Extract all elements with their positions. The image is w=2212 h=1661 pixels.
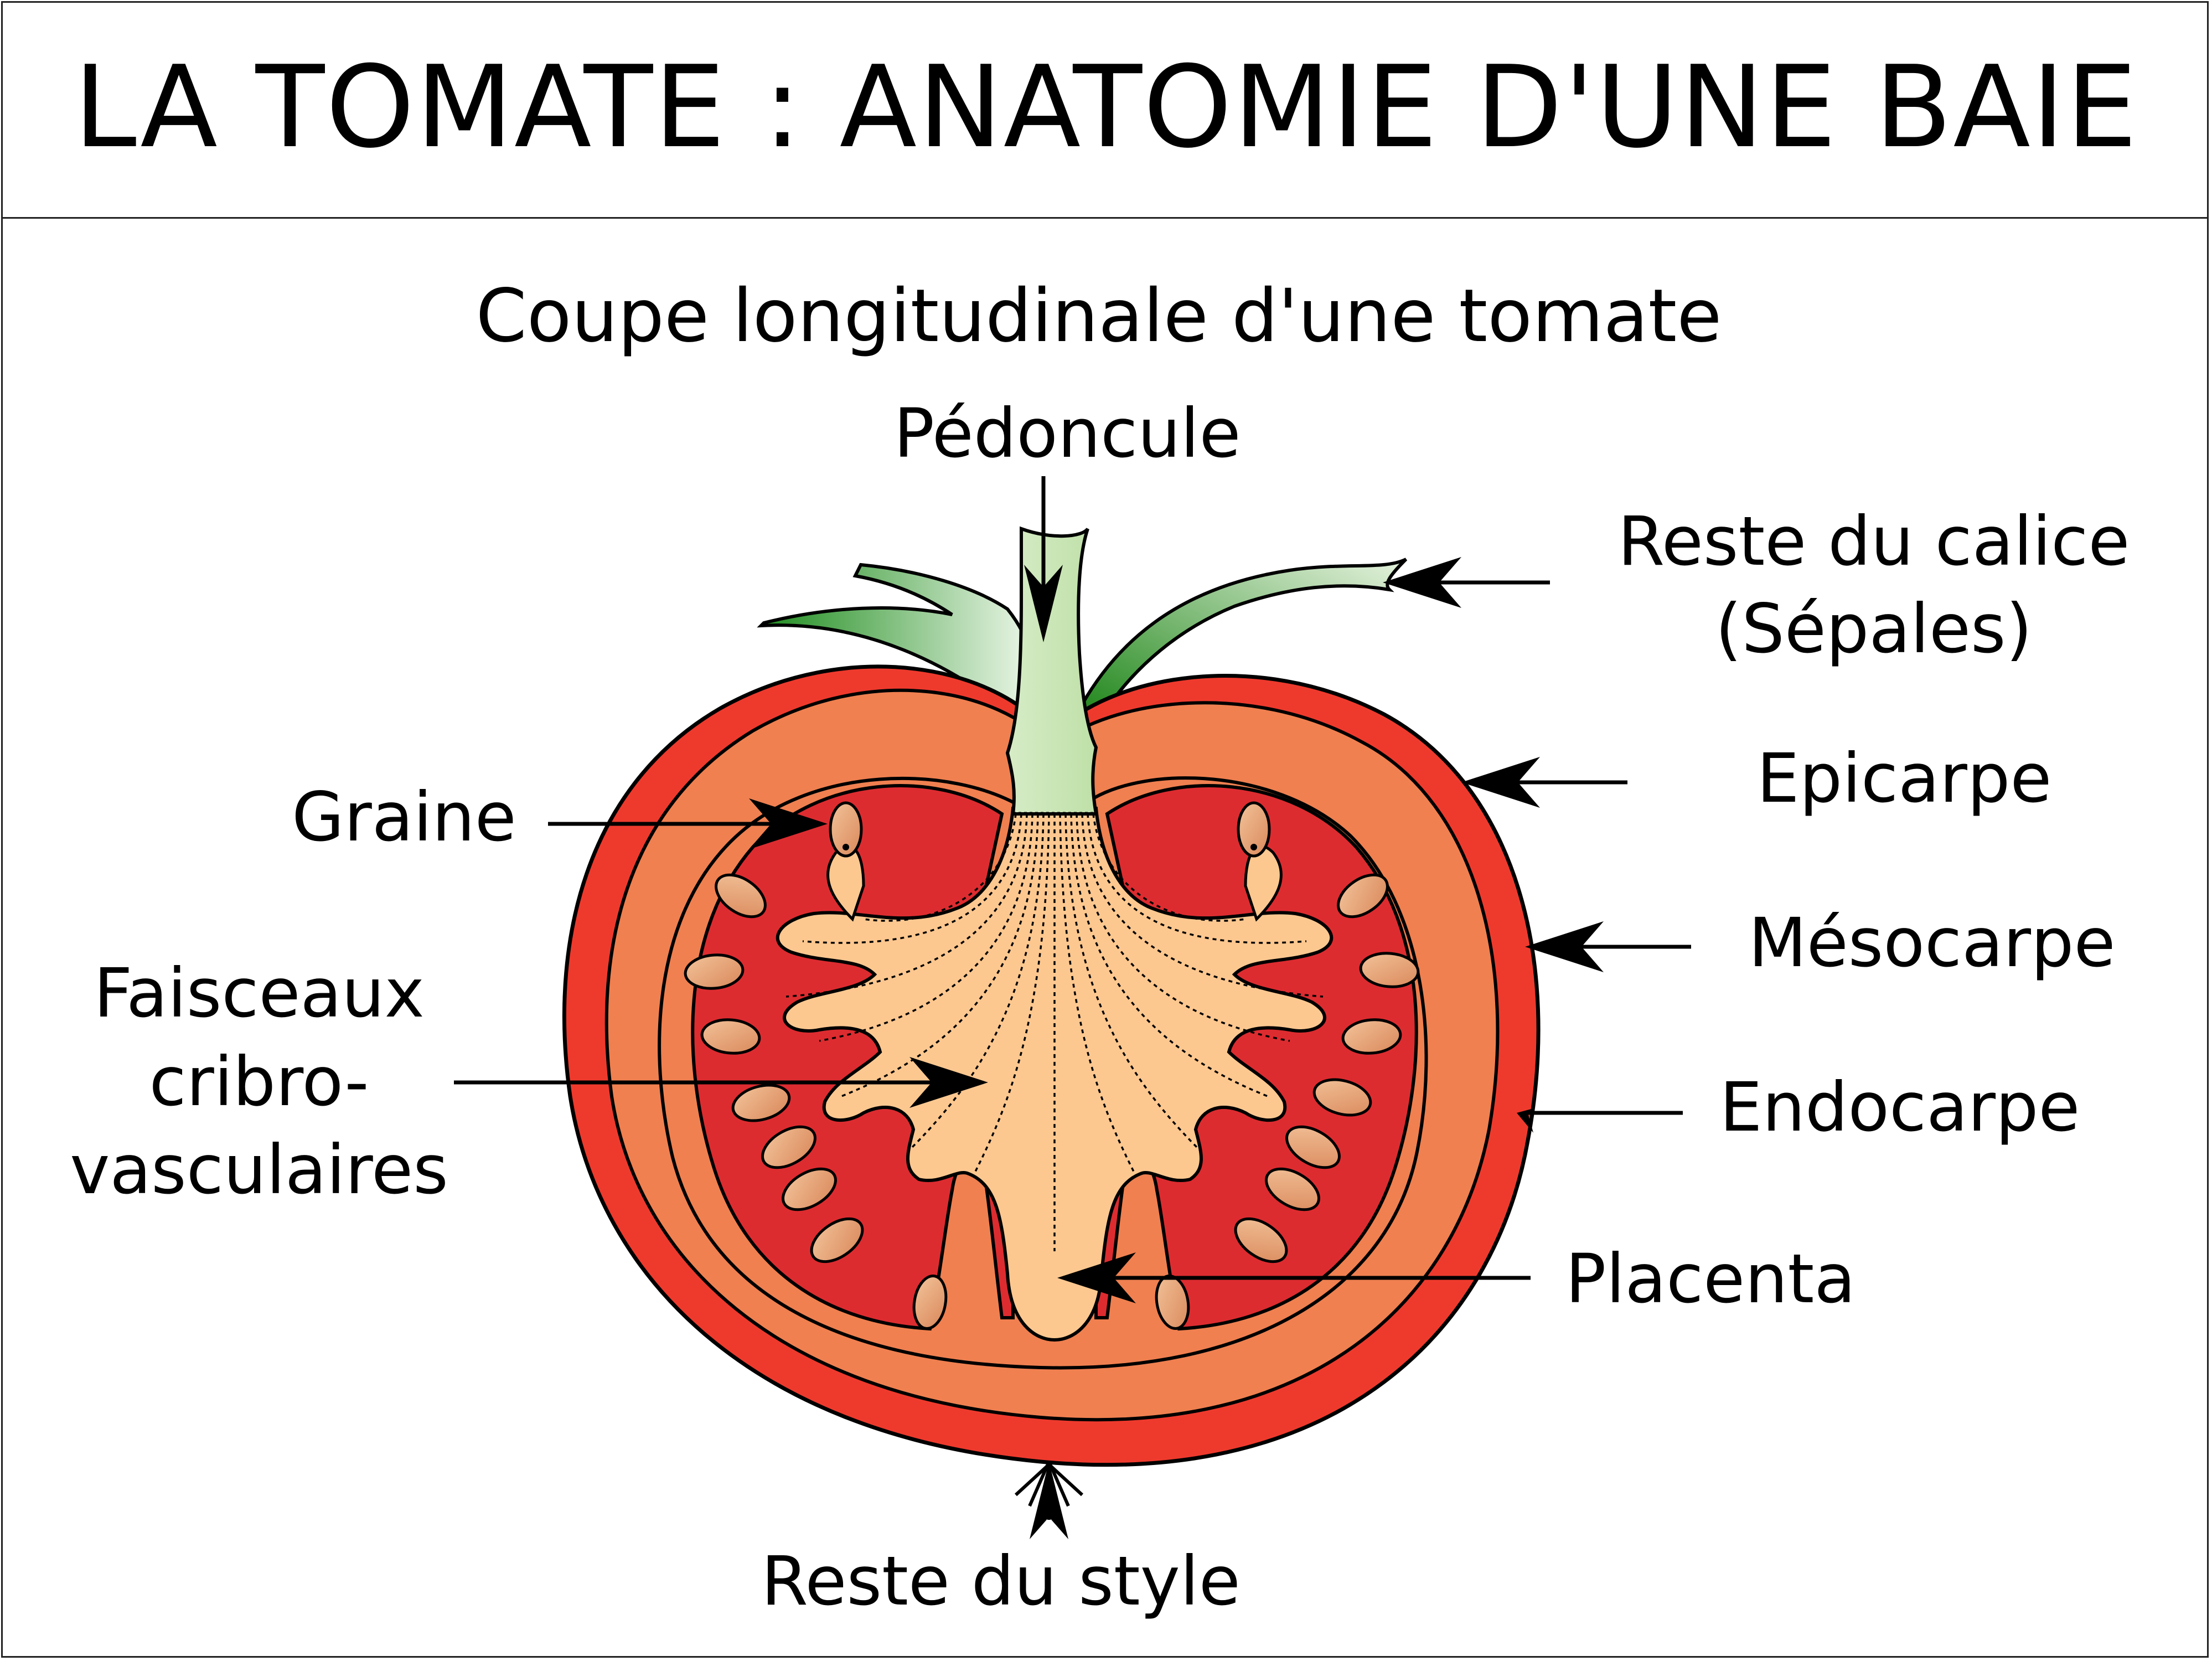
label-graine: Graine xyxy=(292,778,516,857)
label-epicarpe: Epicarpe xyxy=(1757,739,2052,818)
seeds xyxy=(684,801,1420,1330)
seed xyxy=(1265,1167,1320,1211)
arrow-epicarpe-head xyxy=(1461,757,1540,808)
seed xyxy=(810,1217,864,1263)
seed xyxy=(1341,1018,1402,1055)
placenta xyxy=(776,807,1334,1342)
seed xyxy=(715,873,767,919)
seed xyxy=(1234,1217,1288,1263)
arrow-calice-head xyxy=(1383,557,1461,608)
arrow-pedoncule-head xyxy=(1024,565,1063,642)
title-bar xyxy=(1,1,2209,219)
arrow-graine-head xyxy=(749,798,828,849)
label-faisceaux-line3: vasculaires xyxy=(70,1131,448,1209)
funiculi xyxy=(826,844,1283,922)
leader-arrows xyxy=(454,476,1691,1539)
seed xyxy=(684,953,745,990)
label-faisceaux-line2: cribro- xyxy=(149,1043,369,1121)
seed xyxy=(782,1167,837,1211)
arrow-faisceaux-head xyxy=(909,1057,988,1108)
label-placenta: Placenta xyxy=(1565,1240,1856,1318)
seed xyxy=(1312,1078,1372,1117)
seed xyxy=(829,801,863,858)
seed-hilums xyxy=(843,844,1257,850)
label-faisceaux-line1: Faisceaux xyxy=(94,954,425,1033)
vascular-bundles xyxy=(785,813,1324,1251)
arrow-style-head xyxy=(1030,1462,1068,1539)
arrow-endocarpe-head xyxy=(1517,1108,1533,1133)
arrow-mesocarpe-head xyxy=(1525,921,1604,972)
peduncle xyxy=(1005,526,1098,816)
seed xyxy=(1285,1125,1341,1169)
label-calice-line1: Reste du calice xyxy=(1618,502,2130,581)
seed xyxy=(1359,952,1420,988)
diagram-subtitle: Coupe longitudinale d'une tomate xyxy=(476,274,1722,359)
label-pedoncule: Pédoncule xyxy=(893,394,1241,473)
arrow-placenta-head xyxy=(1057,1252,1136,1303)
page-title: LA TOMATE : ANATOMIE D'UNE BAIE xyxy=(74,42,2138,173)
tomato-fruit xyxy=(562,526,1541,1520)
seed xyxy=(761,1125,816,1169)
label-mesocarpe: Mésocarpe xyxy=(1748,904,2115,982)
seed xyxy=(731,1084,791,1122)
seed xyxy=(912,1274,948,1330)
label-style: Reste du style xyxy=(761,1542,1241,1621)
seed xyxy=(1237,801,1271,858)
seed xyxy=(1337,873,1389,919)
seed xyxy=(700,1018,761,1055)
sepal-right xyxy=(1072,558,1408,734)
label-calice-line2: (Sépales) xyxy=(1715,590,2032,668)
label-endocarpe: Endocarpe xyxy=(1720,1068,2080,1147)
